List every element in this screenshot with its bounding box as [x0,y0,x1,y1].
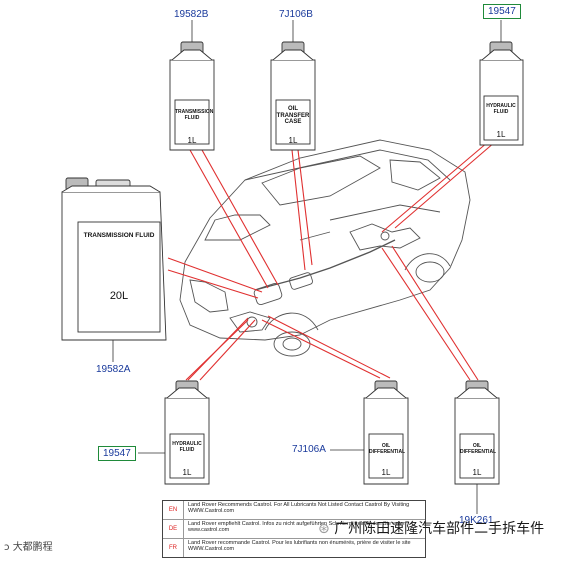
watermark-left: ↄ 大都鹏程 [4,538,53,553]
notice-lang-fr: FR [163,539,184,557]
bottle-volume-oil-transfer-case: 1L [288,136,298,145]
notice-text-fr: Land Rover recommande Castrol. Pour les … [188,540,411,553]
label-line-oil: OIL [288,106,298,112]
wechat-icon: ⊛ [318,521,330,537]
bottle-hydraulic-top [479,41,524,146]
watermark-right-text: 广州陈田速隆汽车部件二手拆车件 [334,521,545,537]
watermark-left-text: 大都鹏程 [12,542,53,553]
notice-row-de: DE Land Rover empfiehlt Castrol. Infos z… [163,520,425,539]
bottle-oil-differential-mid [363,380,409,485]
bottle-label-oil-transfer-case: OIL TRANSFER CASE [276,106,310,126]
bottle-label-transmission-small: TRANSMISSION FLUID [175,109,214,121]
part-number-19k261: 19K261 [459,515,494,526]
label-line-case: CASE [284,119,302,126]
bottle-label-oil-differential-mid: OIL DIFFERENTIAL [369,443,406,455]
bottle-volume-hydraulic-bottom: 1L [182,468,192,477]
notice-text-de: Land Rover empfiehlt Castrol. Infos zu n… [188,521,406,534]
part-number-7j106a: 7J106A [292,444,326,455]
bottle-volume-transmission-small: 1L [187,136,197,145]
part-number-19547-top: 19547 [483,4,521,19]
bottle-label-oil-differential-right: OIL DIFFERENTIAL [460,443,497,455]
watermark-right: ⊛ 广州陈田速隆汽车部件二手拆车件 [318,518,544,538]
notice-row-en: EN Land Rover Recommends Castrol. For Al… [163,501,425,520]
can-volume-20l: 20L [109,290,129,302]
can-label-transmission: TRANSMISSION FLUID [83,232,155,239]
label-line-transfer: TRANSFER [276,112,310,119]
bottle-transmission-small [169,41,215,151]
notice-lang-de: DE [163,520,184,538]
bottle-volume-oil-differential-right: 1L [472,468,482,477]
bottle-hydraulic-bottom [164,380,210,485]
part-number-7j106b: 7J106B [279,9,313,20]
bottle-volume-hydraulic-top: 1L [496,130,506,139]
can-transmission-20l [61,177,167,341]
notice-text-en: Land Rover Recommends Castrol. For All L… [188,502,410,515]
bottle-volume-oil-differential-mid: 1L [381,468,391,477]
vehicle-illustration [179,139,471,357]
lubricant-notice-table: EN Land Rover Recommends Castrol. For Al… [162,500,426,558]
watermark-left-icon: ↄ [4,542,10,553]
part-number-19547-bottom: 19547 [98,446,136,461]
notice-row-fr: FR Land Rover recommande Castrol. Pour l… [163,539,425,557]
part-number-19582b: 19582B [174,9,209,20]
bottle-label-hydraulic-bottom: HYDRAULIC FLUID [172,441,202,453]
leader-lines [167,141,496,381]
bottle-oil-transfer-case [270,41,316,151]
bottle-oil-differential-right [454,380,500,485]
callout-lines [112,20,502,514]
part-number-19582a: 19582A [96,364,131,375]
bottle-label-hydraulic-top: HYDRAULIC FLUID [486,103,516,115]
notice-lang-en: EN [163,501,184,519]
